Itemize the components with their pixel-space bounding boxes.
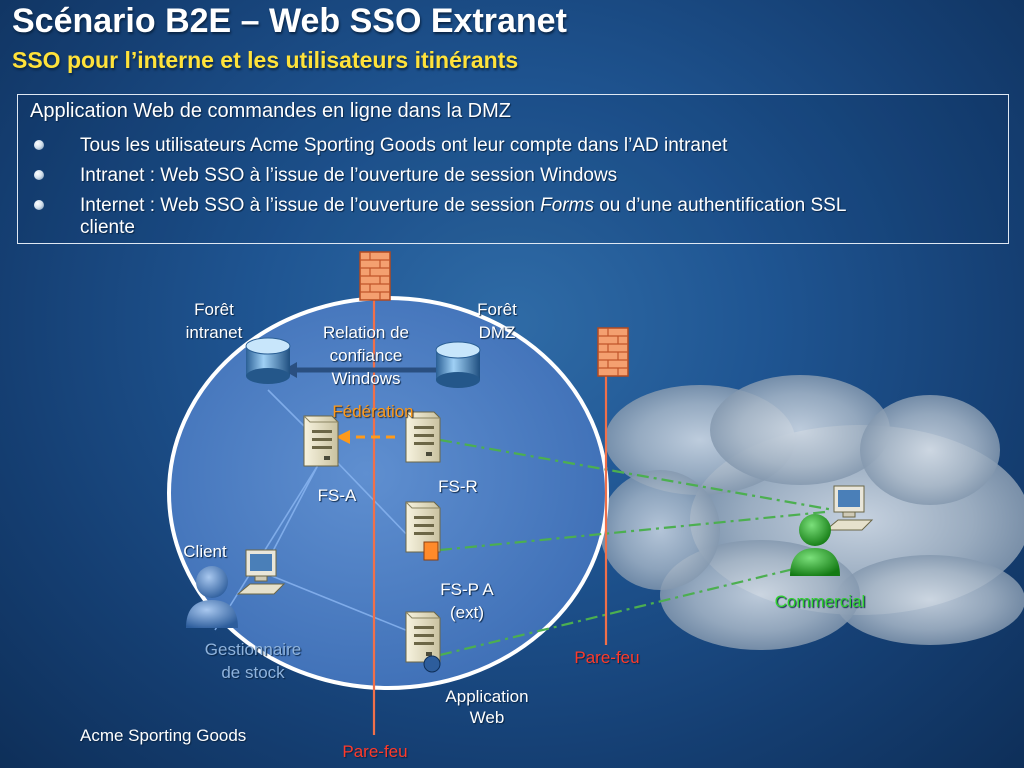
text-box-heading: Application Web de commandes en ligne da… (30, 100, 511, 122)
bullet-icon (34, 200, 44, 210)
federation-arrow (336, 430, 395, 444)
firewall-right-label: Pare-feu (574, 648, 640, 667)
web-app-label: Application Web (445, 687, 529, 727)
server-icon (303, 415, 339, 467)
web-globe-icon (423, 655, 441, 673)
fs-a-label: FS-A (317, 486, 357, 505)
text-box: Application Web de commandes en ligne da… (17, 94, 1009, 244)
bullet-text-prefix: Internet : Web SSO à l’issue de l’ouvert… (80, 195, 541, 216)
bullet-text-line2: cliente (80, 217, 135, 238)
bullet-item: Internet : Web SSO à l’issue de l’ouvert… (34, 195, 847, 239)
slide-subtitle: SSO pour l’interne et les utilisateurs i… (12, 47, 519, 73)
slide-title: Scénario B2E – Web SSO Extranet (12, 2, 567, 40)
bullet-icon (34, 170, 44, 180)
trust-label: Relation de confiance Windows (322, 323, 409, 388)
internet-links (439, 438, 846, 657)
stock-manager-label: Gestionnaire de stock (204, 640, 302, 682)
bullet-text: Intranet : Web SSO à l’issue de l’ouvert… (80, 165, 618, 186)
firewall-icon (597, 327, 629, 377)
bullet-item: Tous les utilisateurs Acme Sporting Good… (34, 135, 728, 157)
proxy-badge-icon (423, 541, 439, 561)
federation-label: Fédération (332, 402, 414, 421)
forest-dmz-label: Forêt DMZ (477, 300, 517, 342)
bullet-text: Tous les utilisateurs Acme Sporting Good… (80, 135, 728, 156)
bullet-text-suffix: ou d’une authentification SSL (593, 195, 847, 216)
footer-company: Acme Sporting Goods (80, 726, 247, 745)
forest-intranet-label: Forêt intranet (185, 300, 243, 342)
fs-p-label: FS-P A (ext) (440, 580, 494, 622)
database-icon (245, 337, 291, 385)
firewall-bottom-label: Pare-feu (342, 742, 408, 761)
bullet-text-emphasis: Forms (540, 195, 594, 216)
database-icon (435, 341, 481, 389)
commercial-label: Commercial (774, 592, 866, 611)
fs-r-label: FS-R (438, 477, 478, 496)
user-icon (790, 514, 840, 576)
firewall-icon (359, 251, 391, 301)
bullet-icon (34, 140, 44, 150)
user-icon (186, 566, 238, 628)
client-label: Client (183, 542, 227, 561)
bullet-item: Intranet : Web SSO à l’issue de l’ouvert… (34, 165, 618, 187)
